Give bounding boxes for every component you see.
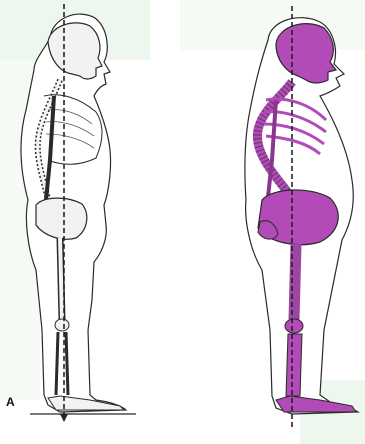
right-figure [245, 6, 358, 430]
right-knee [285, 319, 303, 333]
right-tibia [286, 334, 302, 396]
panel-label: A [6, 395, 15, 409]
left-knee [55, 319, 69, 331]
